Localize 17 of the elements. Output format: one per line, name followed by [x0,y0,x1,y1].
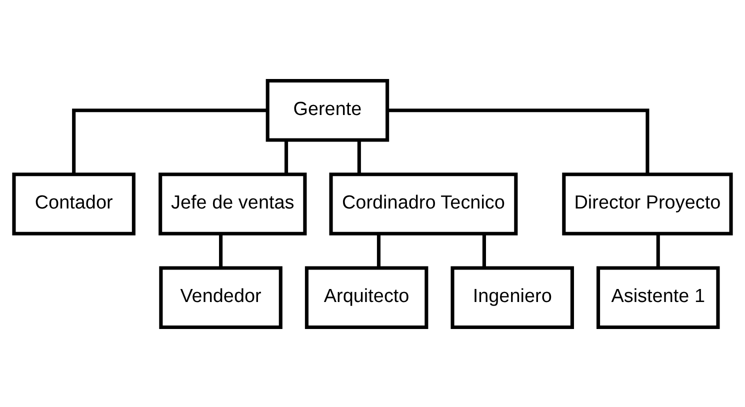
connector [72,108,268,174]
node-box: Jefe de ventas [158,172,307,235]
connector [376,234,380,268]
connector [482,234,486,268]
node-box: Cordinadro Tecnico [329,172,518,235]
connector [357,140,361,174]
node-box: Director Proyecto [562,172,733,235]
connector [388,108,650,174]
node-box: Vendedor [159,266,282,329]
node-box: Ingeniero [450,266,574,329]
node-box: Gerente [266,78,390,142]
connector [656,234,660,268]
node-box: Asistente 1 [596,266,720,329]
node-box: Arquitecto [304,266,428,329]
connector [219,234,223,268]
node-box: Contador [12,172,136,235]
connector [284,140,288,174]
